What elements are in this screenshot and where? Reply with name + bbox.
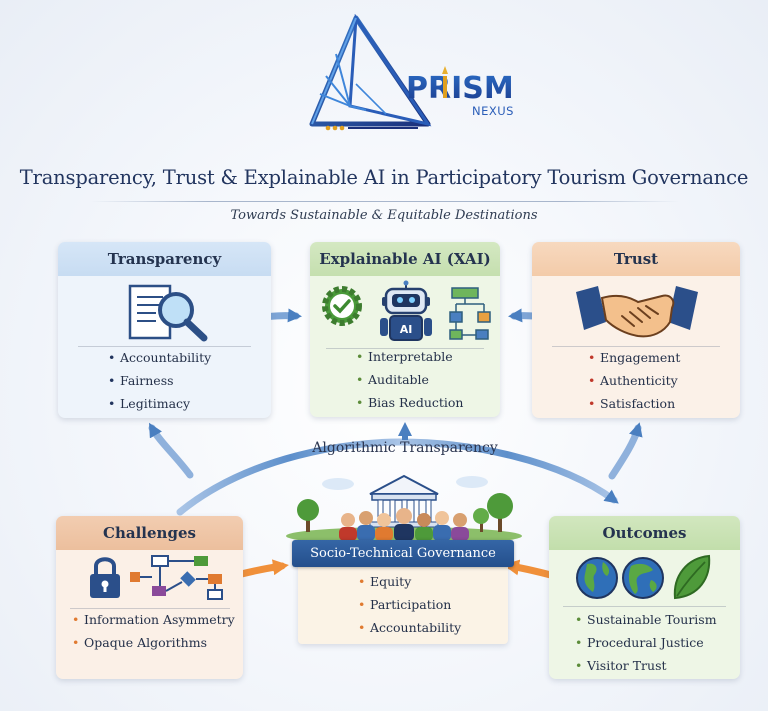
tree-icon — [487, 493, 513, 532]
title-divider — [90, 201, 680, 202]
list-item: •Sustainable Tourism — [575, 612, 717, 627]
document-magnifier-icon — [128, 284, 208, 342]
xai-icon-row: AI — [322, 280, 491, 341]
prism-nexus-logo: PRISM NEXUS — [309, 14, 514, 131]
prism-triangle-icon — [309, 14, 432, 131]
list-item: •Authenticity — [588, 373, 678, 388]
xai-title: Explainable AI (XAI) — [310, 242, 500, 276]
tree-icon — [473, 508, 489, 532]
transparency-title: Transparency — [58, 242, 271, 276]
list-item: •Accountability — [358, 620, 462, 635]
governance-title: Socio-Technical Governance — [292, 540, 514, 567]
flowchart-icon — [449, 287, 491, 340]
list-item: •Interpretable — [356, 349, 453, 364]
brand-tagline: NEXUS — [472, 104, 514, 118]
outcomes-icon-row — [576, 554, 711, 600]
torch-icon — [443, 76, 447, 98]
globe-europe-icon — [622, 557, 664, 599]
governance-list: •Equity •Participation •Accountability — [358, 570, 461, 639]
gear-check-icon — [322, 286, 362, 326]
arc-arrow-left — [176, 438, 404, 516]
handshake-icon — [576, 286, 698, 338]
arrow-to-transparency — [148, 422, 194, 479]
robot-icon: AI — [380, 280, 432, 341]
list-item: •Satisfaction — [588, 396, 676, 411]
brand-name: PRISM — [406, 71, 514, 106]
list-item: •Information Asymmetry — [72, 612, 235, 627]
padlock-icon — [90, 557, 120, 598]
page-title: Transparency, Trust & Explainable AI in … — [19, 166, 749, 189]
list-item: •Engagement — [588, 350, 681, 365]
challenges-title: Challenges — [56, 516, 243, 550]
outcomes-title: Outcomes — [549, 516, 740, 550]
tree-icon — [297, 499, 319, 532]
leaf-icon — [673, 554, 711, 600]
list-item: •Procedural Justice — [575, 635, 704, 650]
list-item: •Visitor Trust — [575, 658, 667, 673]
community-people-icon — [339, 508, 469, 541]
globe-americas-icon — [576, 557, 618, 599]
challenges-icon-row — [90, 555, 223, 600]
list-item: •Auditable — [356, 372, 429, 387]
robot-badge-label: AI — [400, 323, 413, 336]
page-subtitle: Towards Sustainable & Equitable Destinat… — [230, 208, 538, 223]
trust-title: Trust — [532, 242, 740, 276]
list-item: •Participation — [358, 597, 452, 612]
algorithmic-transparency-label: Algorithmic Transparency — [312, 440, 498, 456]
trust-list: •Engagement •Authenticity •Satisfaction — [588, 346, 680, 415]
list-item: •Fairness — [108, 373, 174, 388]
outcomes-card: Outcomes •Sustainable Tourism •Procedura… — [549, 516, 740, 679]
list-item: •Accountability — [108, 350, 212, 365]
challenges-list: •Information Asymmetry •Opaque Algorithm… — [72, 608, 235, 654]
outcomes-list: •Sustainable Tourism •Procedural Justice… — [575, 608, 717, 677]
list-item: •Opaque Algorithms — [72, 635, 207, 650]
process-flow-icon — [130, 555, 223, 600]
arrow-to-trust — [608, 422, 643, 480]
arc-arrow-right — [396, 438, 619, 504]
list-item: •Equity — [358, 574, 412, 589]
challenges-card: Challenges •Information Asymmetry •Opaqu… — [56, 516, 243, 679]
transparency-list: •Accountability •Fairness •Legitimacy — [108, 346, 211, 415]
list-item: •Legitimacy — [108, 396, 191, 411]
xai-card: Explainable AI (XAI) AI — [310, 242, 500, 417]
list-item: •Bias Reduction — [356, 395, 464, 410]
governance-scene — [286, 474, 522, 545]
xai-list: •Interpretable •Auditable •Bias Reductio… — [356, 345, 463, 414]
trust-card: Trust •Engagement •Authenticity •Satisfa… — [532, 242, 740, 418]
transparency-card: Transparency •Accountability •Fairness •… — [58, 242, 271, 418]
